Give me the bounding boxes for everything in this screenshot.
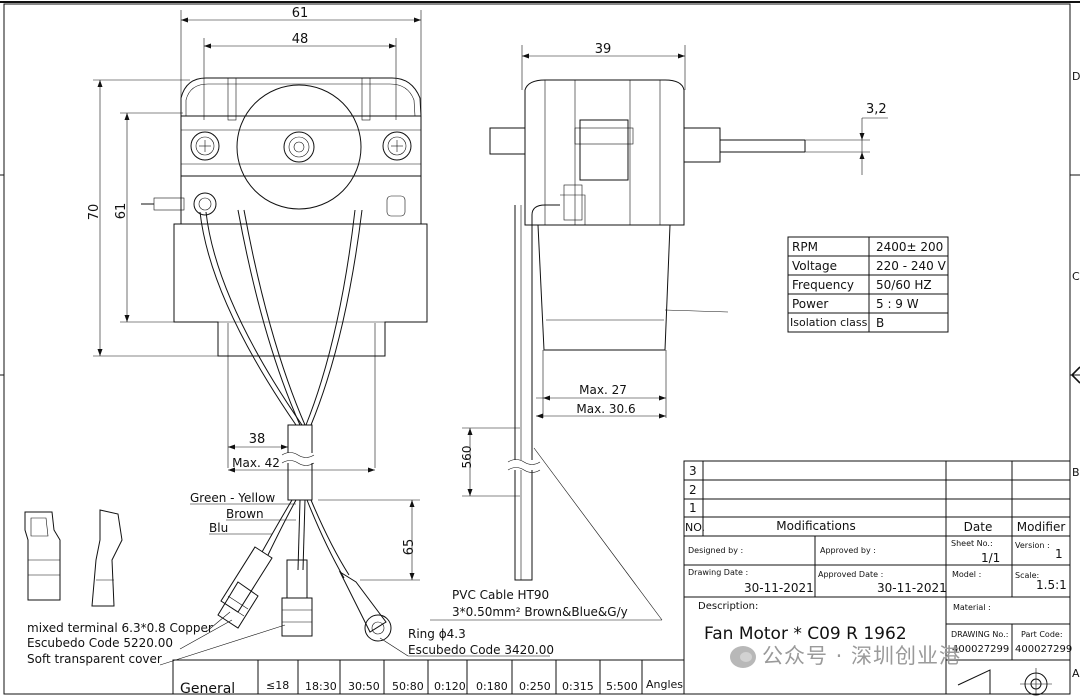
tolerance-range-4: 50:80 [392,680,424,693]
rev-no-header: NO. [685,521,705,534]
model-label: Model : [952,570,981,579]
version-value: 1 [1055,547,1063,561]
spec-label-isolation: Isolation class [790,316,868,329]
spec-value-rpm: 2400± 200 [876,240,943,254]
part-code-value: 400027299 [1015,644,1072,655]
callout-terminal-code: Escubedo Code 5220.00 [27,636,173,650]
dim-3-2: 3,2 [866,102,887,117]
sheet-no-label: Sheet No.: [951,539,993,548]
dim-max-42: Max. 42 [232,456,280,470]
dim-max-27: Max. 27 [579,383,627,397]
spec-label-power: Power [792,297,828,311]
drawing-date-label: Drawing Date : [688,568,748,577]
drawing-no-label: DRAWING No.: [951,630,1008,639]
center-mark-arrow-icon [1070,366,1080,384]
callout-ring: Ring ɸ4.3 [408,627,466,641]
rev-row-2: 2 [689,483,697,497]
description-label: Description: [698,601,758,612]
scale-label: Scale: [1015,571,1039,580]
border-letter-a: A [1072,667,1080,680]
approved-date-label: Approved Date : [818,570,883,579]
spec-label-frequency: Frequency [792,278,854,292]
sheet-no-value: 1/1 [981,551,1000,565]
dim-39: 39 [595,42,612,57]
border-letter-c: C [1072,270,1080,283]
label-blu: Blu [209,521,228,535]
shaft-icon [283,131,315,163]
spec-label-rpm: RPM [792,240,818,254]
wechat-logo-icon [730,646,756,668]
watermark: 公众号 · 深圳创业港 [730,640,961,670]
screw-left-icon [190,131,220,161]
part-code-label: Part Code: [1021,630,1063,639]
drawing-no-value: 400027299 [952,644,1009,655]
dim-61-vertical: 61 [114,203,129,220]
tolerance-range-8: 0:315 [562,680,594,693]
label-brown: Brown [226,507,264,521]
title-block: 3 2 1 NO. Modifications Date Modifier De… [683,460,1072,696]
front-view: 61 48 70 61 [87,6,428,642]
designed-by-label: Designed by : [688,546,743,555]
tolerance-range-7: 0:250 [519,680,551,693]
spec-value-voltage: 220 - 240 V [876,259,947,273]
spade-terminal-left-icon [217,546,273,629]
ring-terminal-icon [338,570,392,642]
scale-value: 1.5:1 [1036,578,1067,592]
side-view: 39 3,2 Max. 27 [460,42,888,621]
callout-cover: Soft transparent cover [27,652,162,666]
screw-right-icon [382,131,412,161]
callout-pvc-spec: 3*0.50mm² Brown&Blue&G/y [452,605,628,619]
dim-65: 65 [402,539,417,556]
spade-terminal-center-icon [281,559,313,637]
modifier-header: Modifier [1017,520,1066,534]
description-value: Fan Motor * C09 R 1962 [704,624,907,644]
material-label: Material : [953,603,991,612]
dim-61: 61 [292,6,309,21]
approved-by-label: Approved by : [820,546,876,555]
spec-value-power: 5 : 9 W [876,297,919,311]
tolerance-row: General ≤18 18:30 30:50 50:80 0:120 0:18… [172,659,685,697]
rev-row-1: 1 [689,501,697,515]
tolerance-range-9: 5:500 [606,680,638,693]
spec-label-voltage: Voltage [792,259,837,273]
approved-date-value: 30-11-2021 [877,581,947,595]
border-letter-d: D [1072,70,1080,83]
spec-value-isolation: B [876,316,884,330]
tolerance-general: General [180,681,235,697]
side-coil-housing [537,224,671,351]
callout-ring-code: Escubedo Code 3420.00 [408,643,554,657]
label-green-yellow: Green - Yellow [190,491,275,505]
dim-38: 38 [249,432,266,447]
watermark-text: 公众号 · 深圳创业港 [762,644,962,668]
dim-48: 48 [292,32,309,47]
spec-table: RPM 2400± 200 Voltage 220 - 240 V Freque… [787,236,949,333]
projection-symbol-icon [957,668,1052,696]
callout-terminal: mixed terminal 6.3*0.8 Copper [27,621,213,635]
rev-row-3: 3 [689,464,697,478]
tolerance-range-6: 0:180 [476,680,508,693]
tolerance-angles: Angles [646,678,683,691]
date-header: Date [964,520,993,534]
tolerance-range-3: 30:50 [348,680,380,693]
callout-pvc: PVC Cable HT90 [452,588,549,602]
dim-560: 560 [460,446,474,469]
spec-value-frequency: 50/60 HZ [876,278,932,292]
tolerance-range-5: 0:120 [434,680,466,693]
dim-70: 70 [87,204,102,221]
version-label: Version : [1015,541,1050,550]
dim-max-30-6: Max. 30.6 [576,402,635,416]
drawing-date-value: 30-11-2021 [744,581,814,595]
border-letter-b: B [1072,466,1080,479]
tolerance-range-1: ≤18 [266,679,289,692]
tolerance-range-2: 18:30 [305,680,337,693]
modifications-header: Modifications [776,519,855,533]
rotor-circle [236,84,362,210]
coil-housing [173,223,428,357]
terminal-detail-view-icon [24,509,123,607]
